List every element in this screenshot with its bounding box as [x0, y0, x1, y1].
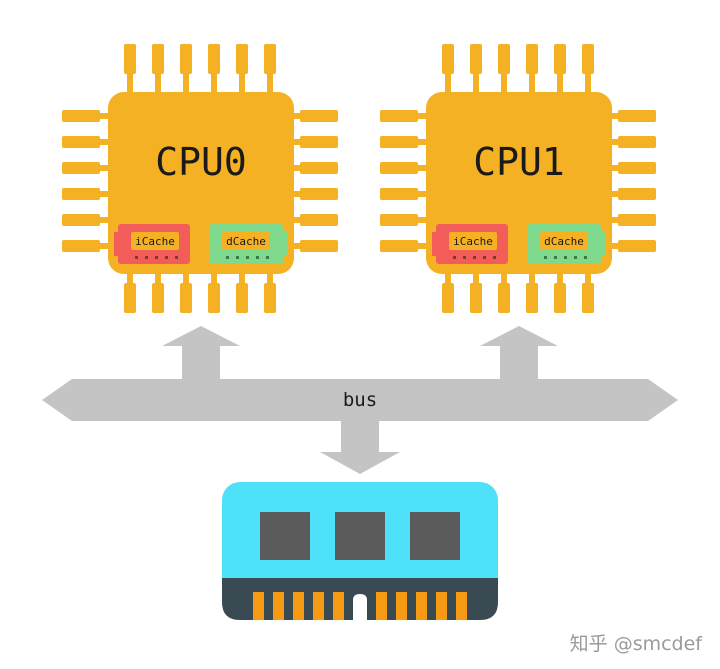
memory-chip-1 — [260, 512, 310, 560]
cpu1-left-pins — [380, 110, 432, 252]
memory-notch — [353, 594, 367, 620]
memory-chips — [260, 512, 460, 560]
cpu1-bottom-pins — [442, 270, 594, 313]
cpu0-icache: iCache — [114, 224, 190, 264]
cpu1-top-pins — [442, 44, 594, 96]
cpu1-dcache-label: dCache — [544, 235, 584, 248]
memory-chip-3 — [410, 512, 460, 560]
cpu0-label: CPU0 — [155, 140, 247, 184]
cpu1-icache-label: iCache — [453, 235, 493, 248]
memory-module — [222, 482, 498, 620]
cpu1-chip: CPU1 iCache dCache — [380, 44, 656, 313]
cpu1-dcache: dCache — [527, 224, 605, 264]
memory-pins — [253, 592, 467, 620]
cpu0-dcache: dCache — [209, 224, 287, 264]
cpu1-icache: iCache — [432, 224, 508, 264]
cpu0-right-pins — [286, 110, 338, 252]
bus-arrow-to-cpu0 — [162, 326, 240, 382]
cpu0-icache-label: iCache — [135, 235, 175, 248]
bus-arrow-to-cpu1 — [480, 326, 558, 382]
cpu0-chip: CPU0 iCache dCache — [62, 44, 338, 313]
bus-label: bus — [343, 389, 377, 411]
bus — [42, 326, 678, 474]
cpu1-label: CPU1 — [473, 140, 565, 184]
bus-arrow-to-memory — [320, 418, 400, 474]
memory-chip-2 — [335, 512, 385, 560]
cpu0-top-pins — [124, 44, 276, 96]
cpu0-bottom-pins — [124, 270, 276, 313]
watermark: 知乎 @smcdef — [570, 633, 704, 655]
cpu0-dcache-label: dCache — [226, 235, 266, 248]
bus-horizontal-arrow — [42, 379, 678, 421]
cpu0-left-pins — [62, 110, 114, 252]
